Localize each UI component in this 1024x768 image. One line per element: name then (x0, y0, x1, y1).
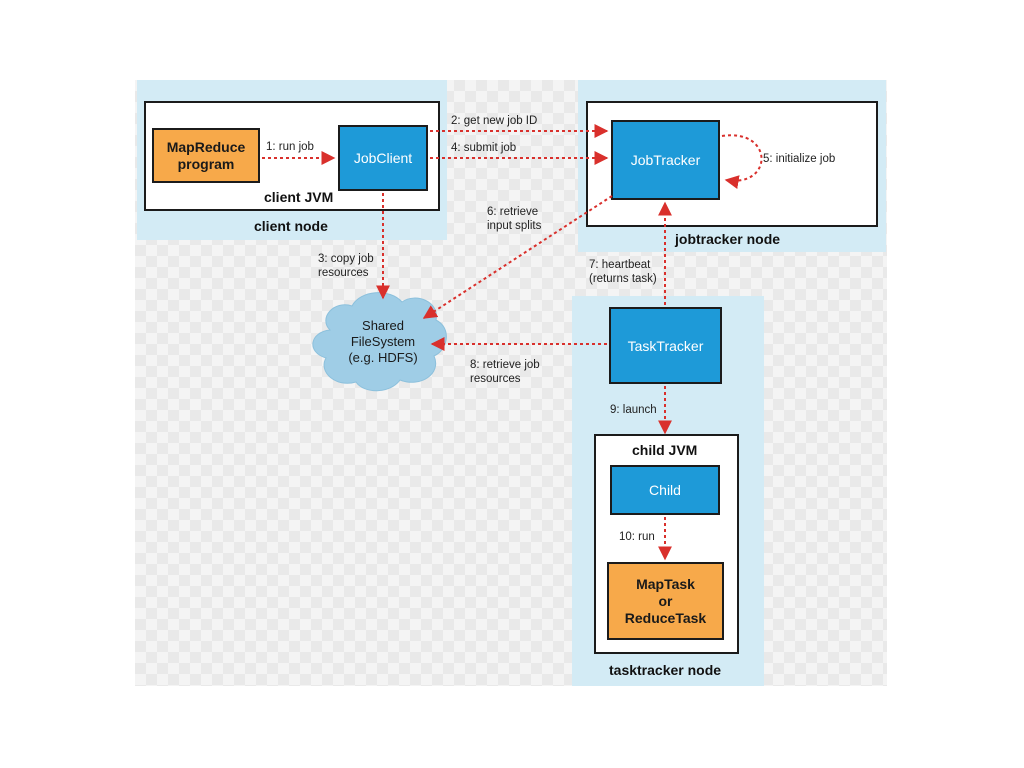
step-10-label: 10: run (619, 530, 655, 544)
filesystem-line-2: FileSystem (350, 334, 416, 349)
mapreduce-program-box: MapReduce program (152, 128, 260, 183)
client-jvm-title: client JVM (264, 189, 334, 205)
step-9-label: 9: launch (610, 403, 657, 417)
step-1-text: 1: run job (266, 141, 314, 153)
jobclient-box: JobClient (338, 125, 428, 191)
step-6-text-1: 6: retrieve (487, 206, 539, 218)
step-3-label: 3: copy job resources (318, 252, 374, 280)
step-3-text-1: 3: copy job (318, 253, 374, 265)
shared-filesystem-label: Shared FileSystem (e.g. HDFS) (347, 318, 419, 366)
step-7-label: 7: heartbeat (returns task) (589, 258, 657, 286)
step-2-text: 2: get new job ID (451, 115, 538, 127)
jobtracker-node-title: jobtracker node (675, 231, 781, 247)
filesystem-line-3: (e.g. HDFS) (348, 350, 418, 365)
step-5-label: 5: initialize job (763, 152, 835, 166)
mapreduce-program-line-2: program (177, 155, 235, 172)
step-4-text: 4: submit job (451, 142, 517, 154)
step-7-text-1: 7: heartbeat (589, 259, 651, 271)
jobtracker-label: JobTracker (630, 152, 701, 168)
step-3-text-2: resources (318, 267, 369, 279)
mapreduce-program-line-1: MapReduce (166, 138, 246, 155)
jobclient-label: JobClient (353, 150, 413, 166)
step-4-label: 4: submit job (451, 141, 516, 155)
maptask-line-1: MapTask (636, 575, 695, 592)
tasktracker-box: TaskTracker (609, 307, 722, 384)
step-7-text-2: (returns task) (589, 273, 657, 285)
tasktracker-label: TaskTracker (627, 337, 704, 354)
maptask-box: MapTask or ReduceTask (607, 562, 724, 640)
step-6-text-2: input splits (487, 220, 542, 232)
step-1-label: 1: run job (266, 140, 314, 154)
child-box: Child (610, 465, 720, 515)
child-jvm-title: child JVM (632, 442, 698, 458)
step-10-text: 10: run (619, 531, 655, 543)
client-node-title: client node (254, 218, 328, 234)
tasktracker-node-title: tasktracker node (609, 662, 722, 678)
maptask-line-2: or (658, 592, 673, 609)
filesystem-line-1: Shared (362, 318, 404, 333)
step-6-label: 6: retrieve input splits (487, 205, 541, 233)
step-5-text: 5: initialize job (763, 153, 836, 165)
maptask-line-3: ReduceTask (624, 609, 707, 626)
step-9-text: 9: launch (610, 404, 657, 416)
step-2-label: 2: get new job ID (451, 114, 537, 128)
child-label: Child (649, 482, 681, 498)
step-8-text-2: resources (470, 373, 521, 385)
step-8-label: 8: retrieve job resources (470, 358, 540, 386)
jobtracker-box: JobTracker (611, 120, 720, 200)
step-8-text-1: 8: retrieve job (470, 359, 540, 371)
